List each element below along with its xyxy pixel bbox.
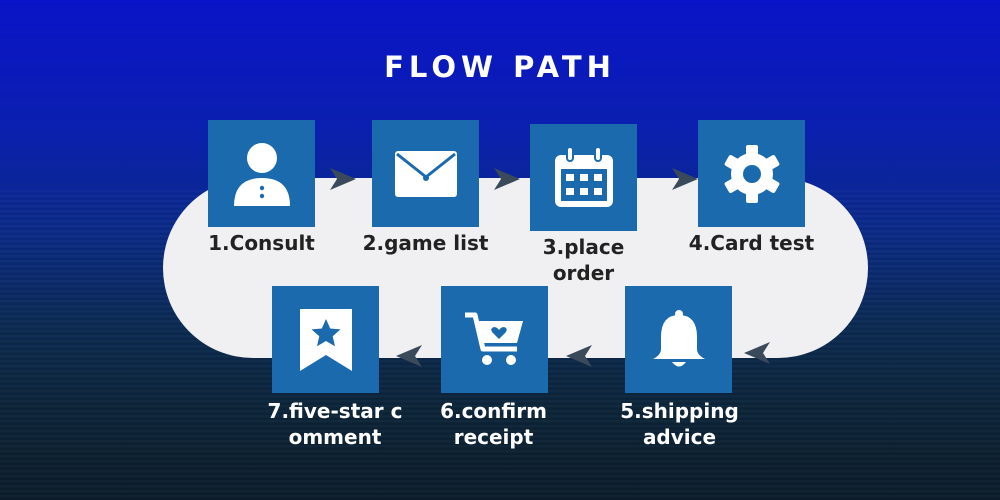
- arrow-left-icon: [396, 345, 422, 367]
- step-2-box: [372, 120, 479, 227]
- cart-heart-icon: [464, 312, 523, 365]
- arrow-left-icon: [744, 342, 770, 364]
- arrow-right-icon: [672, 168, 698, 190]
- step-3-label: 3.place order: [542, 235, 632, 285]
- envelope-icon: [394, 150, 457, 197]
- gear-icon: [724, 144, 779, 203]
- star-bookmark-icon: [299, 308, 352, 371]
- user-icon: [233, 142, 290, 206]
- bell-icon: [652, 309, 705, 366]
- step-6-label: 6.confirm receipt: [440, 399, 547, 449]
- step-4-label: 4.Card test: [688, 231, 815, 255]
- step-4-box: [698, 120, 805, 227]
- step-7-label: 7.five-star c omment: [267, 399, 403, 449]
- step-2-label: 2.game list: [362, 231, 489, 255]
- step-1-box: [208, 120, 315, 227]
- step-5-box: [625, 286, 732, 393]
- step-5-label: 5.shipping advice: [620, 399, 739, 449]
- calendar-icon: [554, 146, 613, 207]
- arrow-left-icon: [566, 345, 592, 367]
- step-7-box: [272, 286, 379, 393]
- page-title: FLOW PATH: [384, 50, 616, 84]
- arrow-right-icon: [330, 168, 356, 190]
- step-6-box: [441, 286, 548, 393]
- arrow-right-icon: [494, 168, 520, 190]
- step-3-box: [530, 124, 637, 231]
- step-1-label: 1.Consult: [208, 231, 315, 255]
